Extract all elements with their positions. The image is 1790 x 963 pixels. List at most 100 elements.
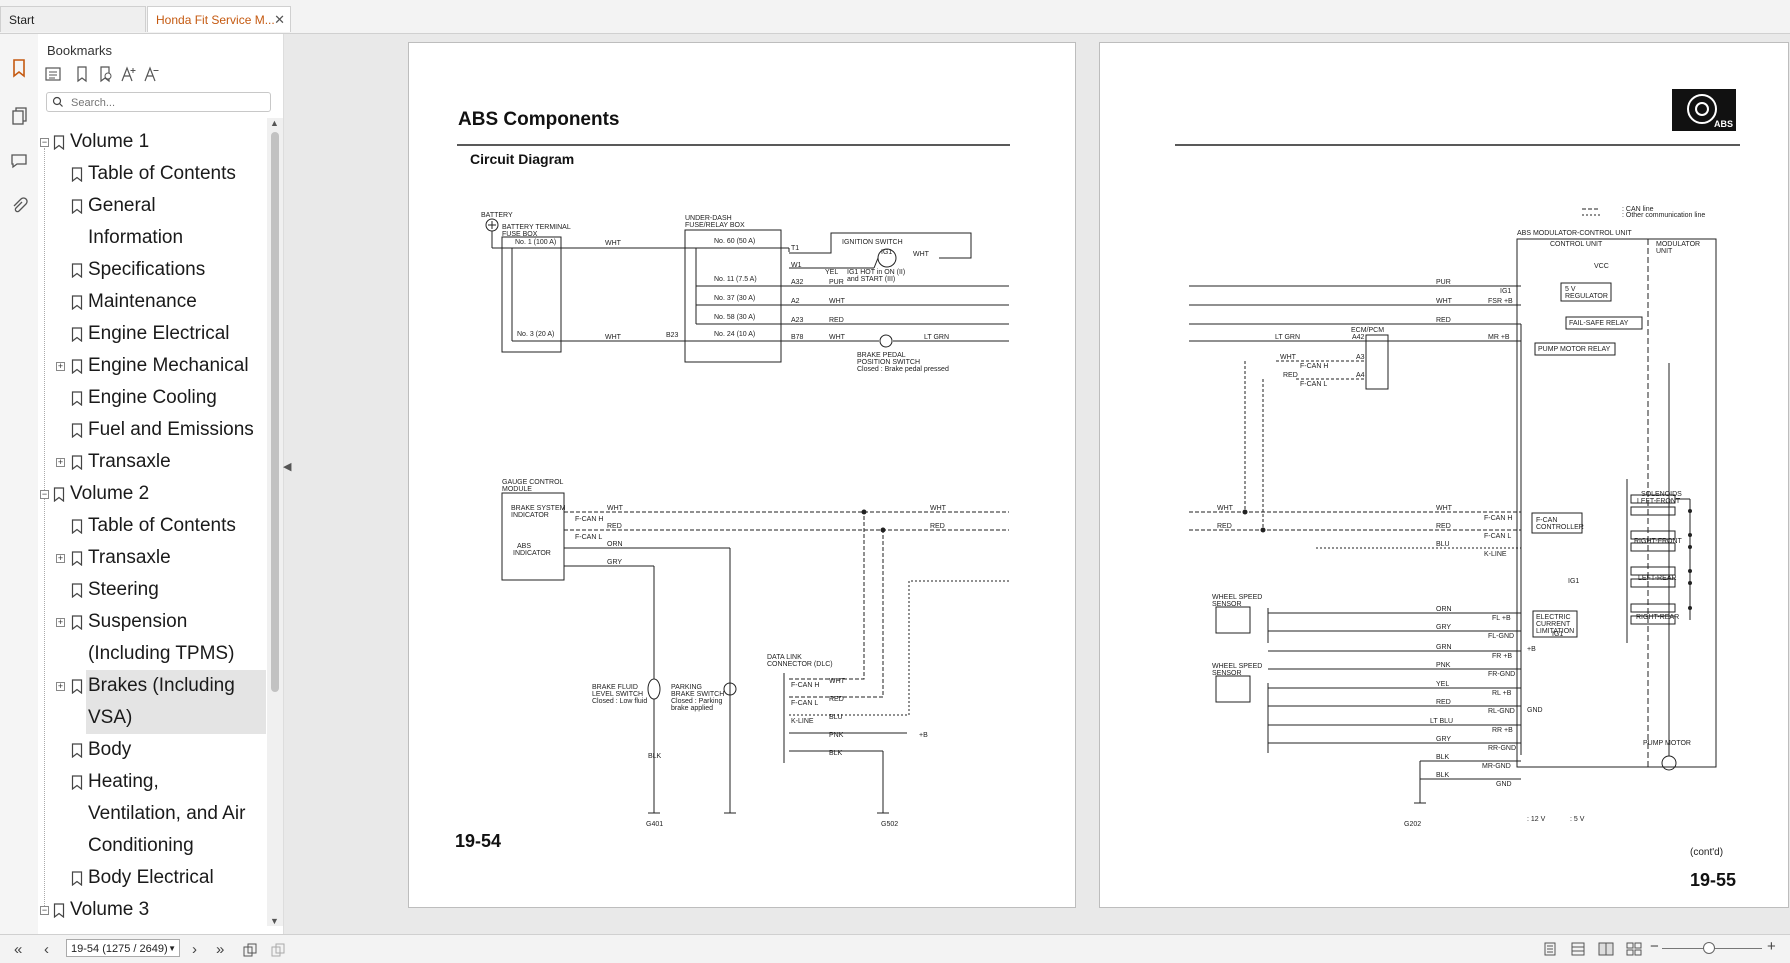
attachment-icon[interactable] <box>9 196 29 216</box>
scroll-down-icon[interactable]: ▼ <box>270 916 279 926</box>
single-page-icon[interactable] <box>1542 942 1558 956</box>
diagram-label: RIGHT-FRONT <box>1634 538 1683 545</box>
bookmark-item[interactable]: Engine Mechanical <box>88 350 249 382</box>
diagram-label: RIGHT-REAR <box>1636 614 1679 621</box>
page-number-field[interactable]: 19-54 (1275 / 2649)▼ <box>66 939 180 957</box>
diagram-label: SOLENOIDS <box>1641 491 1682 498</box>
bookmark-label: General <box>88 195 156 216</box>
diagram-label: WHT <box>1436 298 1453 305</box>
search-input[interactable] <box>69 94 268 112</box>
diagram-label: LEFT-FRONT <box>1637 498 1681 505</box>
close-icon[interactable]: ✕ <box>274 12 285 27</box>
find-bookmark-icon[interactable] <box>97 65 115 83</box>
collapse-node-icon[interactable]: − <box>40 489 49 499</box>
last-page-icon[interactable]: » <box>216 941 225 958</box>
diagram-label: CONNECTOR (DLC) <box>767 661 833 668</box>
expand-node-icon[interactable]: + <box>56 617 65 627</box>
copy-page-icon[interactable] <box>242 942 258 958</box>
diagram-label: RED <box>607 523 622 530</box>
pages-icon[interactable] <box>9 106 29 126</box>
scrollbar[interactable]: ▲ ▼ <box>267 118 283 926</box>
bookmark-item[interactable]: Engine Electrical <box>88 318 230 350</box>
bookmark-item[interactable]: (Including TPMS) <box>88 638 234 670</box>
bookmark-item[interactable]: Body <box>88 734 131 766</box>
diagram-label: REGULATOR <box>1565 293 1608 300</box>
diagram-label: No. 60 (50 A) <box>714 238 755 245</box>
collapse-node-icon[interactable]: − <box>40 137 49 147</box>
bookmark-item[interactable]: Specifications <box>88 254 205 286</box>
increase-font-icon[interactable] <box>120 65 138 83</box>
decrease-font-icon[interactable] <box>143 65 161 83</box>
two-page-continuous-icon[interactable] <box>1626 942 1642 956</box>
diagram-label: GRY <box>1436 736 1451 743</box>
bookmark-item[interactable]: VSA) <box>86 702 266 734</box>
bookmark-item[interactable]: Fuel and Emissions <box>88 414 254 446</box>
collapse-panel-icon[interactable]: ◀ <box>283 461 292 473</box>
bookmark-item[interactable]: Steering <box>88 574 159 606</box>
bookmark-item[interactable]: Transaxle <box>88 446 171 478</box>
expand-node-icon[interactable]: + <box>56 361 65 371</box>
bookmark-item[interactable]: Transaxle <box>88 542 171 574</box>
tab-document[interactable]: Honda Fit Service M...✕ <box>147 6 291 32</box>
diagram-label: BLK <box>648 753 662 760</box>
expand-node-icon[interactable]: + <box>56 553 65 563</box>
two-page-icon[interactable] <box>1598 942 1614 956</box>
bookmark-item[interactable]: Maintenance <box>88 286 197 318</box>
add-bookmark-icon[interactable] <box>74 65 92 83</box>
diagram-label: FR-GND <box>1488 671 1515 678</box>
diagram-label: WHEEL SPEED <box>1212 594 1262 601</box>
diagram-label: F-CAN H <box>1484 515 1512 522</box>
zoom-slider-thumb[interactable] <box>1703 942 1715 954</box>
bookmark-item[interactable]: Table of Contents <box>88 510 236 542</box>
page-field-value: 19-54 (1275 / 2649) <box>71 943 168 955</box>
comment-icon[interactable] <box>9 151 29 171</box>
expand-node-icon[interactable]: + <box>56 457 65 467</box>
bookmark-label: Transaxle <box>88 547 171 568</box>
diagram-label: No. 1 (100 A) <box>515 239 556 246</box>
bookmark-item[interactable]: Heating, <box>88 766 159 798</box>
continuous-page-icon[interactable] <box>1570 942 1586 956</box>
diagram-label: F-CAN H <box>1300 363 1328 370</box>
bookmark-item[interactable]: Information <box>88 222 183 254</box>
bookmark-icon[interactable] <box>9 58 29 78</box>
chevron-down-icon[interactable]: ▼ <box>168 944 176 953</box>
zoom-out-icon[interactable]: − <box>1650 938 1659 955</box>
diagram-label: BLK <box>829 750 843 757</box>
diagram-label: BLK <box>1436 754 1450 761</box>
scroll-up-icon[interactable]: ▲ <box>270 118 279 128</box>
split-view-icon[interactable] <box>270 942 286 958</box>
bookmarks-panel: Bookmarks Volume 1−Table of ContentsGene… <box>38 34 284 934</box>
bookmark-item[interactable]: Body Electrical <box>88 862 214 894</box>
diagram-label: G401 <box>646 821 663 828</box>
bookmark-icon <box>71 199 83 214</box>
next-page-icon[interactable]: › <box>192 941 197 958</box>
diagram-label: GND <box>1527 707 1543 714</box>
expand-all-icon[interactable] <box>44 65 62 83</box>
diagram-label: PARKING <box>671 684 702 691</box>
bookmark-item[interactable]: Brakes (Including <box>86 670 266 702</box>
bookmark-item[interactable]: Ventilation, and Air <box>88 798 245 830</box>
collapse-node-icon[interactable]: − <box>40 905 49 915</box>
bookmark-item[interactable]: Engine Cooling <box>88 382 217 414</box>
tab-start[interactable]: Start <box>0 6 146 32</box>
diagram-label: INDICATOR <box>513 550 551 557</box>
diagram-label: LT GRN <box>924 334 949 341</box>
first-page-icon[interactable]: « <box>14 941 23 958</box>
expand-node-icon[interactable]: + <box>56 681 65 691</box>
bookmark-item[interactable]: General <box>88 190 156 222</box>
bookmark-item[interactable]: Volume 2 <box>70 478 149 510</box>
bookmark-item[interactable]: Conditioning <box>88 830 194 862</box>
diagram-label: No. 3 (20 A) <box>517 331 554 338</box>
bookmark-icon <box>53 487 65 502</box>
scrollbar-thumb[interactable] <box>271 132 279 692</box>
diagram-label: PNK <box>1436 662 1451 669</box>
bookmark-item[interactable]: Table of Contents <box>88 158 236 190</box>
bookmark-item[interactable]: Volume 3 <box>70 894 149 926</box>
previous-page-icon[interactable]: ‹ <box>44 941 49 958</box>
bookmark-search[interactable] <box>46 92 271 112</box>
bookmark-icon <box>71 263 83 278</box>
zoom-in-icon[interactable]: + <box>1767 938 1776 955</box>
bookmark-item[interactable]: Suspension <box>88 606 187 638</box>
bookmark-item[interactable]: Volume 1 <box>70 126 149 158</box>
bookmark-label: Transaxle <box>88 451 171 472</box>
